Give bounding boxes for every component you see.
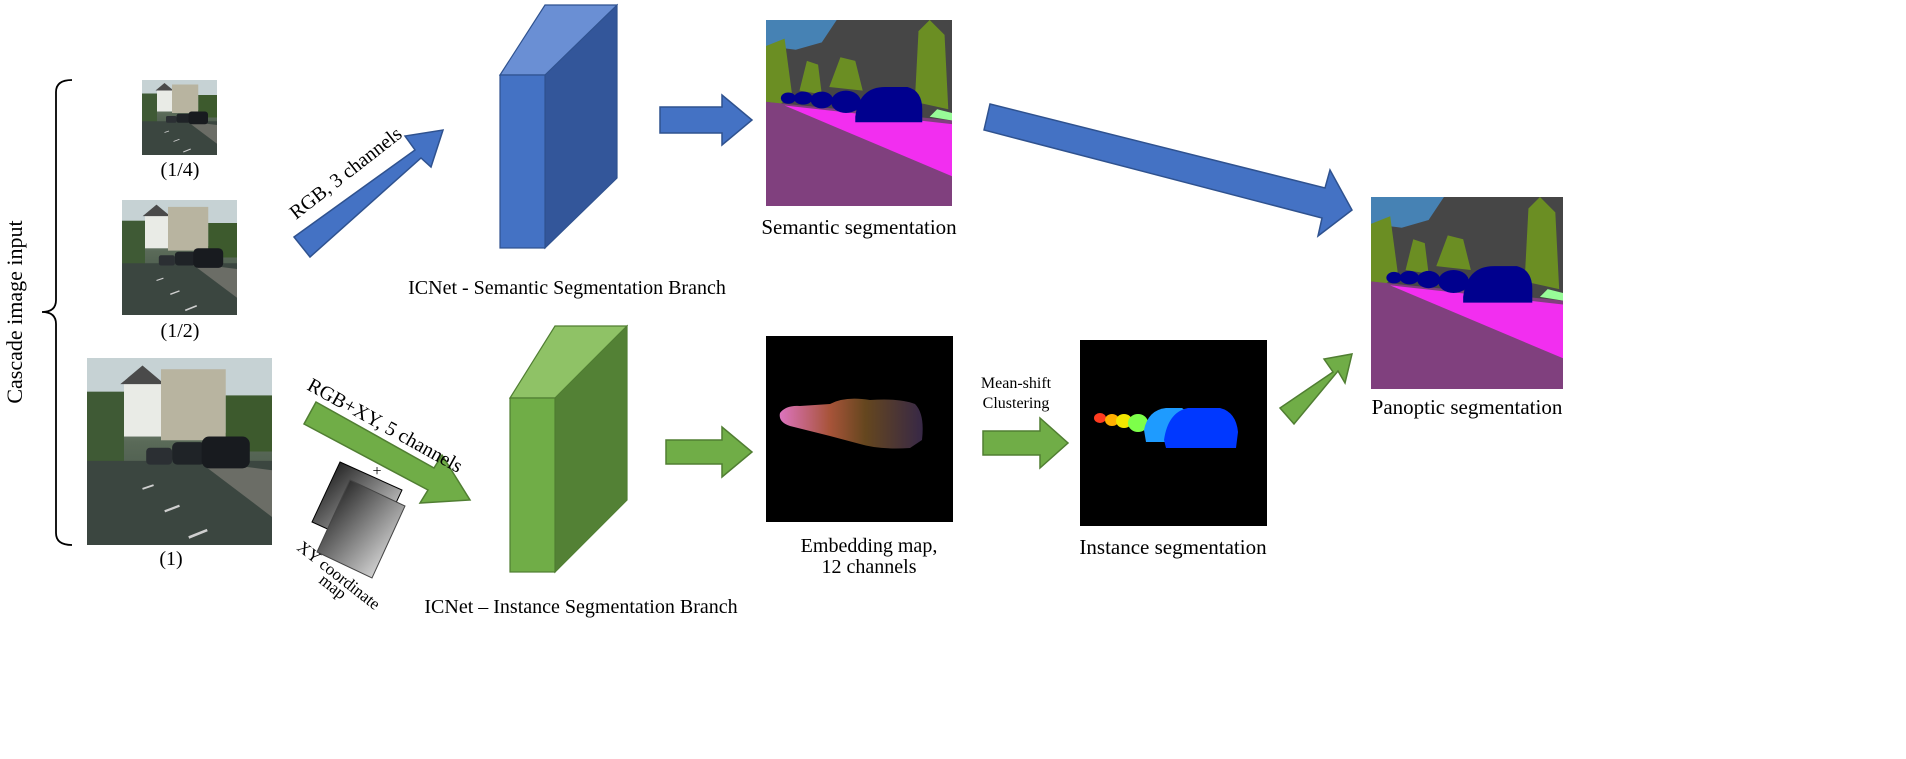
semantic-to-panoptic-arrow [983,103,1353,238]
instance-input-arrow [302,400,472,504]
input-image-half [122,200,237,315]
instance-network-block [508,324,629,574]
embedding-label-line2: 12 channels [822,556,917,578]
semantic-network-block [498,3,619,250]
panoptic-segmentation-map [1371,197,1563,389]
scale-label-half: (1/2) [161,320,200,342]
clustering-label-line1: Mean-shift [981,375,1052,392]
scale-label-quarter: (1/4) [161,159,200,181]
input-brace [41,79,73,546]
cascade-input-label: Cascade image input [2,220,27,403]
panoptic-segmentation-label: Panoptic segmentation [1372,395,1563,419]
semantic-to-map-arrow [659,93,754,147]
instance-segmentation-map [1080,340,1267,526]
input-image-full [87,358,272,545]
scale-label-full: (1) [159,548,182,570]
semantic-segmentation-label: Semantic segmentation [761,215,957,239]
instance-segmentation-label: Instance segmentation [1079,535,1267,559]
input-image-quarter [142,80,217,155]
semantic-input-arrow [292,129,445,259]
coord-map-plus: + [372,463,381,480]
clustering-arrow [982,416,1070,470]
embedding-label-line1: Embedding map, [801,535,938,557]
instance-network-label: ICNet – Instance Segmentation Branch [424,596,737,618]
instance-to-panoptic-arrow [1278,353,1353,426]
instance-to-embedding-arrow [665,425,754,479]
xy-coordinate-map [311,461,406,579]
clustering-label-line2: Clustering [983,395,1050,412]
embedding-map [766,336,953,522]
semantic-network-label: ICNet - Semantic Segmentation Branch [408,277,726,299]
semantic-segmentation-map [766,20,952,206]
